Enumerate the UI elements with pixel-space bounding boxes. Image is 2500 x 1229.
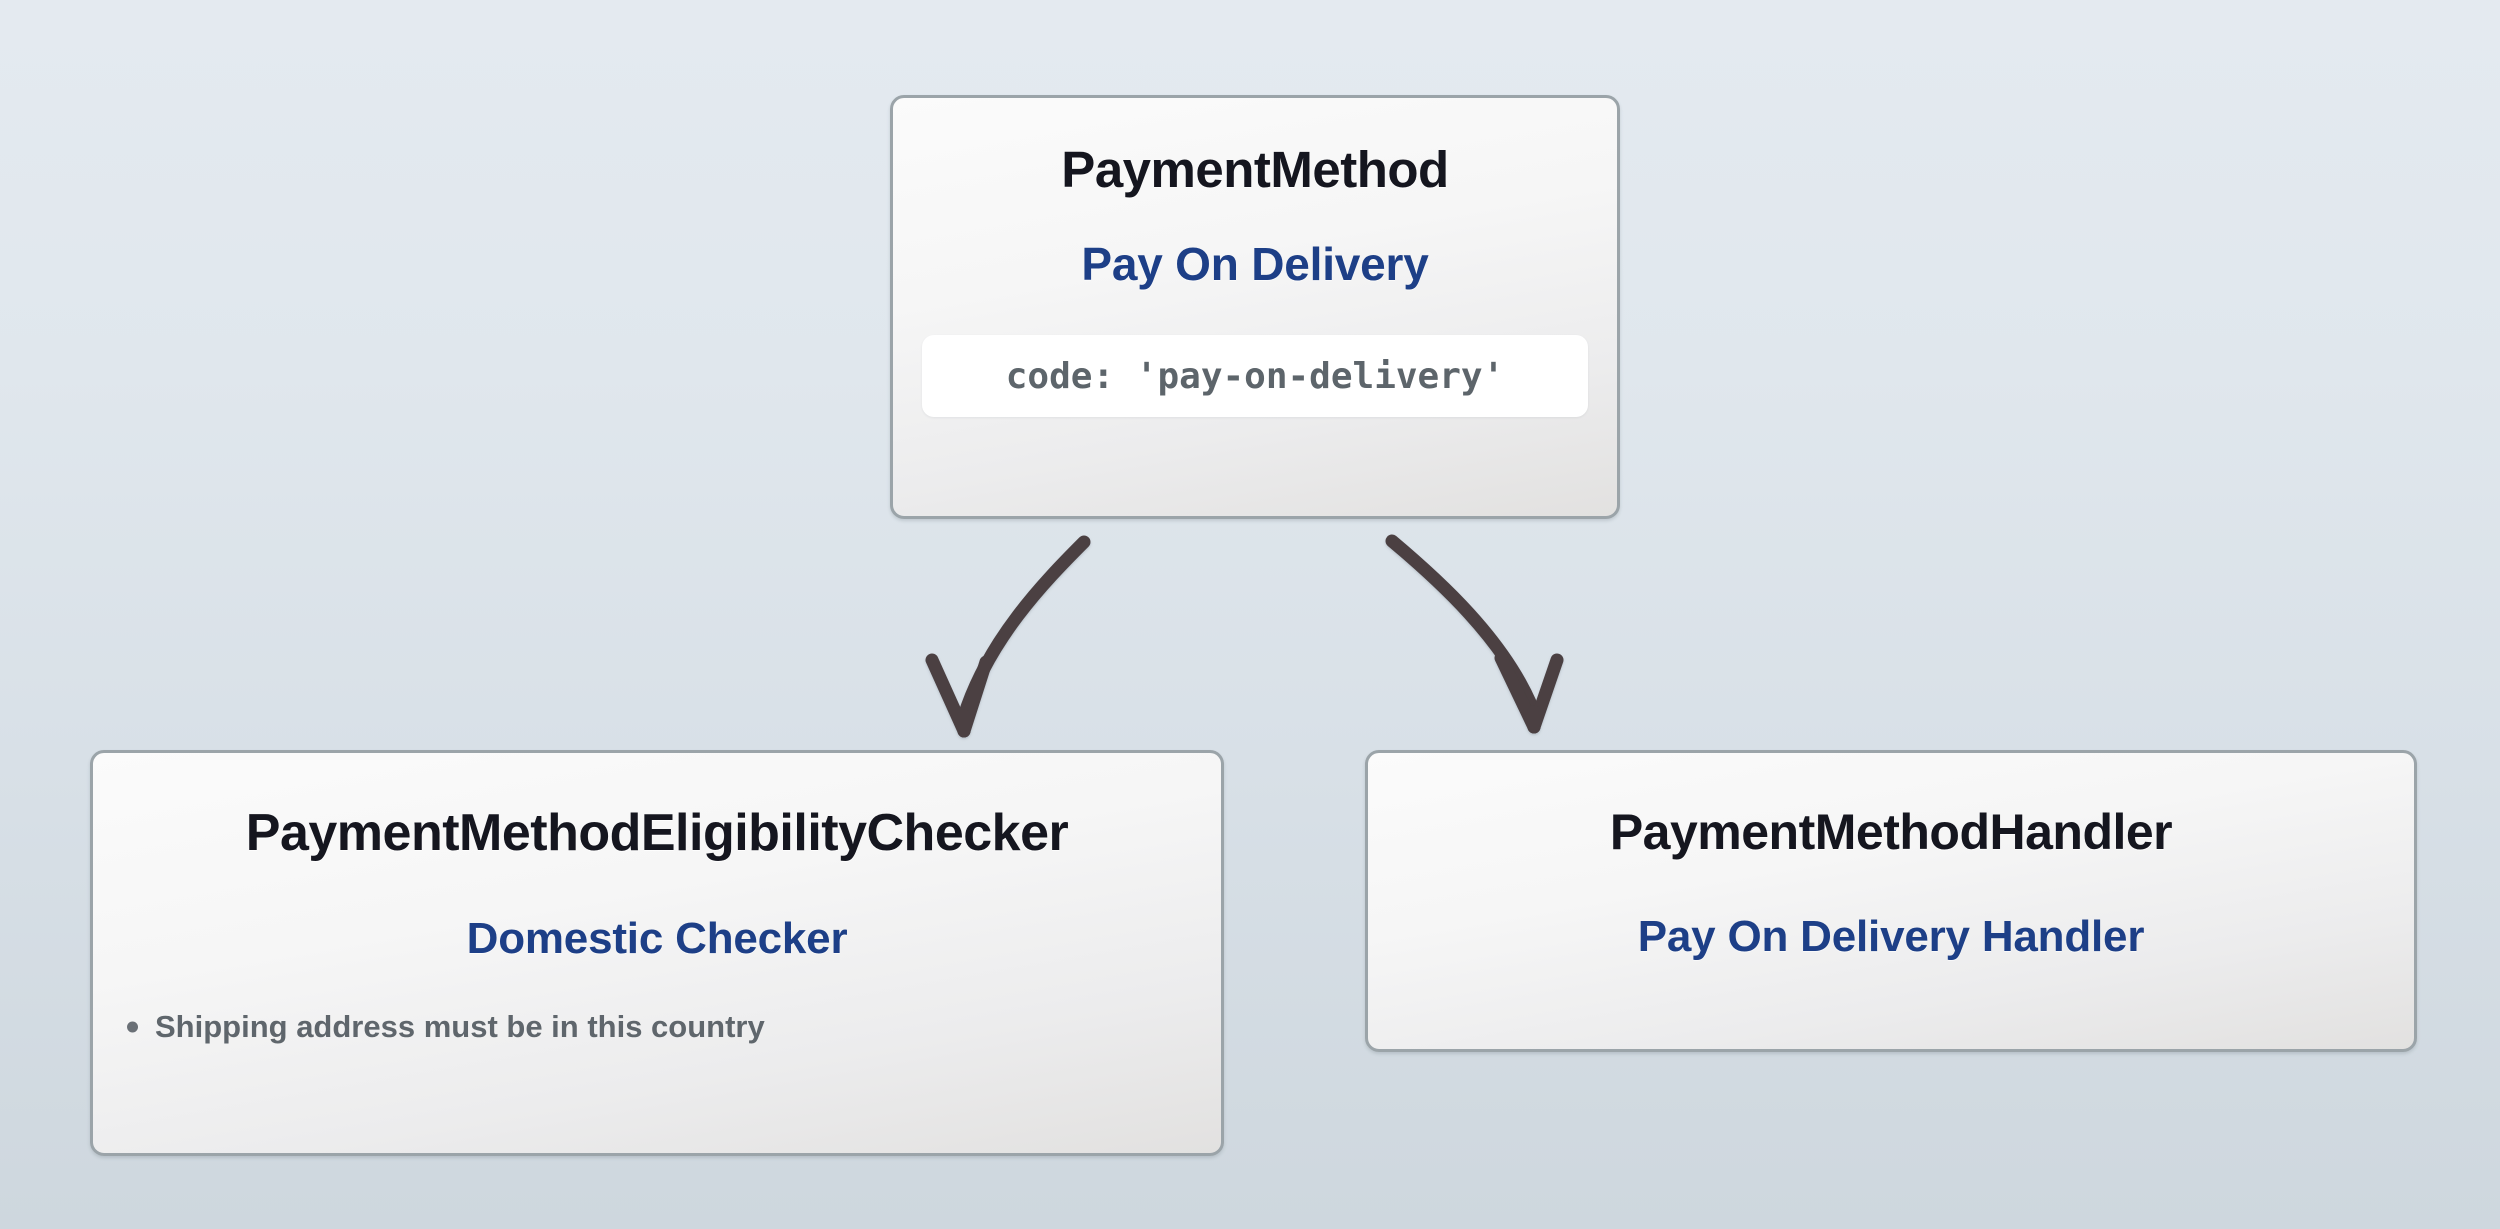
node-payment-method-code-box: code: 'pay-on-delivery' — [922, 335, 1588, 417]
node-eligibility-checker-conditions: Shipping address must be in this country — [121, 1009, 765, 1045]
node-payment-method-title: PaymentMethod — [1061, 141, 1449, 198]
edge-payment-method-to-payment-handler — [1385, 534, 1564, 734]
list-item: Shipping address must be in this country — [121, 1009, 765, 1045]
node-payment-handler[interactable]: PaymentMethodHandler Pay On Delivery Han… — [1365, 750, 2417, 1052]
node-payment-handler-subtitle: Pay On Delivery Handler — [1637, 912, 2145, 961]
node-payment-method[interactable]: PaymentMethod Pay On Delivery code: 'pay… — [890, 95, 1620, 519]
edge-payment-method-to-eligibility-checker — [925, 535, 1091, 738]
node-eligibility-checker-title: PaymentMethodEligibilityChecker — [245, 804, 1069, 862]
node-payment-handler-title: PaymentMethodHandler — [1609, 804, 2173, 860]
node-eligibility-checker[interactable]: PaymentMethodEligibilityChecker Domestic… — [90, 750, 1224, 1156]
node-eligibility-checker-subtitle: Domestic Checker — [466, 914, 848, 963]
node-payment-method-subtitle: Pay On Delivery — [1081, 238, 1429, 290]
